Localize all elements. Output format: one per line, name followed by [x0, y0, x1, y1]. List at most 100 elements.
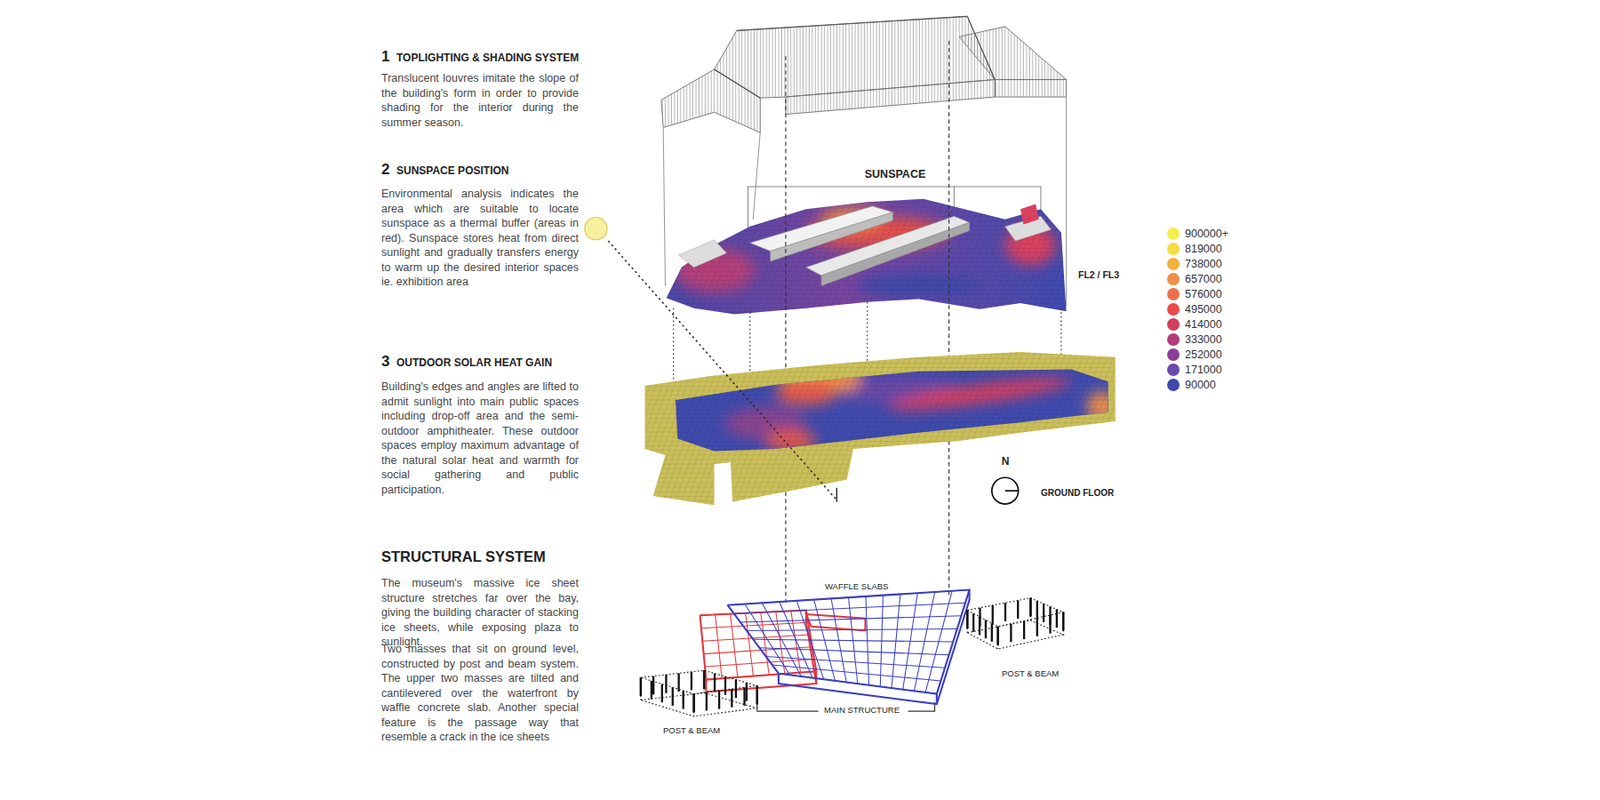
- slab-edge: [778, 590, 970, 705]
- post: [756, 685, 759, 704]
- heat-spots: [653, 184, 1082, 328]
- waffle-rib: [704, 647, 813, 655]
- post: [735, 680, 737, 699]
- post: [713, 673, 716, 693]
- building-slab: [821, 222, 969, 286]
- heatmap-mesh: [632, 346, 1123, 511]
- building-block: [1020, 204, 1040, 225]
- post: [682, 690, 685, 710]
- north-compass: [992, 477, 1019, 504]
- waffle-slab: [700, 609, 817, 692]
- callout-number: 3: [381, 352, 390, 371]
- legend-text: 576000: [1184, 288, 1223, 301]
- body-text: The museum's massive ice sheet structure…: [381, 576, 579, 650]
- structure-label: WAFFLE SLABS: [824, 581, 888, 592]
- post: [690, 672, 693, 691]
- post: [677, 672, 680, 692]
- heatmap-mesh: [653, 184, 1082, 328]
- waffle-rib: [740, 616, 962, 623]
- post: [966, 609, 968, 629]
- post: [1048, 606, 1051, 625]
- section-heading: STRUCTURAL SYSTEM: [381, 548, 546, 566]
- roof-plane: [785, 80, 995, 115]
- waffle-rib: [701, 622, 808, 628]
- post: [1062, 612, 1064, 632]
- roof-ridge: [714, 16, 996, 98]
- compass-letter: N: [1001, 455, 1010, 468]
- legend-text: 495000: [1184, 303, 1223, 316]
- drawing-part: [632, 346, 1123, 511]
- waffle-rib: [745, 613, 754, 677]
- waffle-rib: [746, 628, 958, 631]
- beam-outline: [967, 598, 1064, 649]
- post: [1004, 602, 1007, 622]
- building-slab: [806, 216, 970, 276]
- legend-swatch: [1167, 242, 1180, 256]
- floor-label: GROUND FLOOR: [1040, 488, 1114, 499]
- post: [1023, 620, 1025, 640]
- body-text: Building's edges and angles are lifted t…: [381, 379, 579, 497]
- post: [997, 626, 1000, 646]
- section-heading: SUNSPACE POSITION: [396, 164, 509, 177]
- floor-label: FL2 / FL3: [1078, 269, 1120, 280]
- legend-text: 900000+: [1184, 227, 1229, 240]
- waffle-rib: [752, 639, 953, 642]
- post: [745, 682, 748, 702]
- post: [1029, 598, 1032, 617]
- legend-swatch: [1167, 348, 1180, 361]
- sun-ray-end: [836, 488, 838, 503]
- ground-floor-heatmap: [632, 346, 1123, 511]
- structure-label: POST & BEAM: [663, 725, 720, 736]
- legend-swatch: [1167, 257, 1180, 271]
- sun-symbol: [584, 217, 608, 240]
- post: [1009, 624, 1012, 643]
- legend-swatch: [1167, 288, 1180, 301]
- legend-text: 738000: [1184, 257, 1223, 271]
- post: [703, 670, 705, 689]
- roof-louvres: [661, 16, 1067, 133]
- roof-plane: [994, 80, 1066, 98]
- legend-text: 819000: [1184, 242, 1223, 256]
- post: [972, 613, 975, 632]
- post-and-beam: [967, 598, 1064, 649]
- post: [703, 670, 705, 689]
- legend-text: 414000: [1184, 318, 1223, 331]
- post: [705, 692, 708, 712]
- post: [991, 623, 993, 642]
- legend-swatch: [1167, 363, 1180, 376]
- post: [997, 626, 1000, 646]
- legend-text: 657000: [1184, 272, 1223, 286]
- section-heading: OUTDOOR SOLAR HEAT GAIN: [396, 356, 552, 369]
- post: [966, 609, 968, 629]
- legend-swatch: [1167, 333, 1180, 346]
- north-compass-needle: [1005, 489, 1019, 492]
- post: [1036, 600, 1039, 620]
- post: [743, 687, 745, 706]
- legend-text: 252000: [1184, 348, 1223, 361]
- beam-outline: [640, 670, 758, 717]
- post: [640, 677, 642, 696]
- callout-number: 1: [381, 48, 390, 66]
- post: [1056, 609, 1058, 629]
- post: [672, 687, 674, 706]
- post: [692, 694, 695, 713]
- waffle-rib: [704, 659, 815, 667]
- post: [1042, 603, 1045, 623]
- legend-swatch: [1167, 303, 1180, 316]
- dashed-axis: [785, 40, 950, 602]
- waffle-rib: [715, 614, 723, 679]
- post: [661, 684, 664, 704]
- waffle-rib: [730, 614, 738, 678]
- slab-outline: [727, 590, 969, 695]
- post: [1016, 600, 1019, 619]
- body-text: Two masses that sit on ground level, con…: [381, 641, 579, 745]
- callout-number: 2: [381, 160, 390, 179]
- post: [718, 690, 720, 710]
- post: [730, 688, 733, 708]
- post: [724, 676, 727, 696]
- waffle-rib: [759, 648, 949, 656]
- legend-text: 90000: [1184, 378, 1216, 392]
- waffle-rib: [766, 656, 945, 668]
